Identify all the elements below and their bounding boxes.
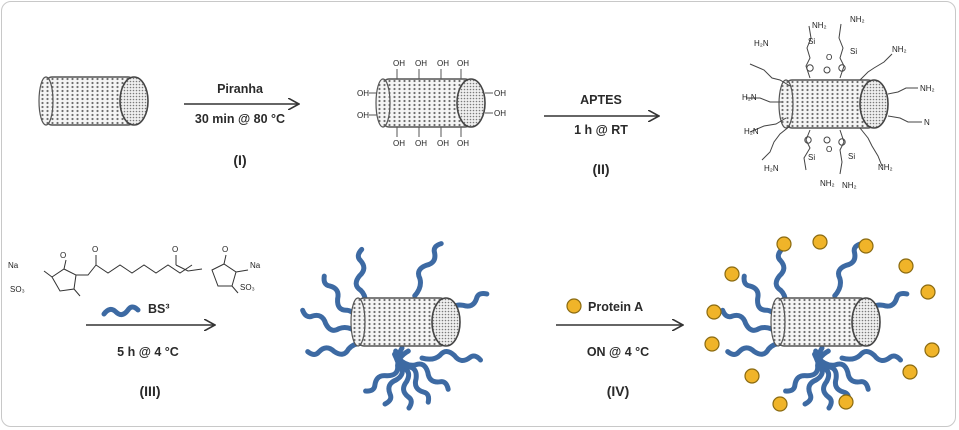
oxygen-label: O (826, 53, 832, 62)
step-ii-condition: 1 h @ RT (574, 123, 628, 137)
step-iii-condition: 5 h @ 4 °C (117, 345, 179, 359)
amine-label: NH₂ (892, 45, 907, 54)
protein-a-icon (567, 299, 581, 313)
protein-a-icon (705, 337, 719, 351)
step-iii-arrow: BS³ 5 h @ 4 °C (III) (86, 302, 214, 399)
oxygen-label: O (222, 245, 228, 254)
hydroxyl-label: OH (457, 59, 469, 68)
step-iii-label: (III) (140, 383, 161, 399)
nanotube-icon (39, 77, 148, 125)
amine-label: NH₂ (842, 181, 857, 190)
nanotube-icon (376, 79, 485, 127)
oxygen-label: O (172, 245, 178, 254)
amine-alt-label: H₂N (764, 164, 779, 173)
sodium-label: Na (8, 261, 19, 270)
step-iv-label: (IV) (607, 383, 630, 399)
sulfonate-label: SO₃ (240, 283, 255, 292)
hydroxyl-label: OH (437, 139, 449, 148)
amine-label: NH₂ (850, 15, 865, 24)
amine-label: NH₂ (820, 179, 835, 188)
bs3-structure: Na SO₃ O O O O Na SO₃ (8, 245, 261, 296)
oxygen-label: O (92, 245, 98, 254)
protein-a-icon (725, 267, 739, 281)
nanotube-icon (351, 298, 460, 346)
step-ii-reagent: APTES (580, 93, 622, 107)
nanotube-hydroxylated: OH OH OH OH OH OH OH OH OH OH OH OH (357, 59, 506, 148)
protein-a-icon (839, 395, 853, 409)
protein-a-icon (925, 343, 939, 357)
hydroxyl-label: OH (393, 139, 405, 148)
protein-a-icon (773, 397, 787, 411)
hydroxyl-label: OH (457, 139, 469, 148)
nitrogen-label: N (924, 118, 930, 127)
nanotube-linker-grafted (301, 241, 487, 408)
silicon-label: Si (808, 37, 815, 46)
protein-a-icon (903, 365, 917, 379)
amine-alt-label: H₂N (754, 39, 769, 48)
silicon-label: Si (848, 152, 855, 161)
protein-a-icon (859, 239, 873, 253)
protein-a-icon (899, 259, 913, 273)
step-i-arrow: Piranha 30 min @ 80 °C (I) (184, 82, 298, 168)
step-i-reagent: Piranha (217, 82, 264, 96)
step-iv-arrow: Protein A ON @ 4 °C (IV) (556, 299, 682, 399)
step-iii-reagent: BS³ (148, 302, 170, 316)
oxygen-label: O (60, 251, 66, 260)
amine-label: NH₂ (878, 163, 893, 172)
step-i-label: (I) (233, 152, 246, 168)
hydroxyl-label: OH (393, 59, 405, 68)
protein-a-icon (707, 305, 721, 319)
hydroxyl-label: OH (357, 89, 369, 98)
nanotube-protein-a (705, 235, 939, 411)
nanotube-pristine (39, 77, 148, 125)
protein-a-icon (813, 235, 827, 249)
hydroxyl-label: OH (415, 139, 427, 148)
step-iv-condition: ON @ 4 °C (587, 345, 649, 359)
hydroxyl-label: OH (494, 89, 506, 98)
nanotube-aminated: Si Si Si Si O O NH₂ NH₂ NH₂ H₂N H₂N H₂N … (742, 15, 935, 190)
nanotube-icon (771, 298, 880, 346)
hydroxyl-label: OH (494, 109, 506, 118)
step-iv-reagent: Protein A (588, 300, 643, 314)
sodium-label: Na (250, 261, 261, 270)
linker-icon (104, 307, 138, 315)
silicon-label: Si (850, 47, 857, 56)
protein-a-icon (777, 237, 791, 251)
step-ii-label: (II) (592, 161, 609, 177)
silicon-label: Si (808, 153, 815, 162)
amine-alt-label: H₂N (744, 127, 759, 136)
oxygen-label: O (826, 145, 832, 154)
amine-label: NH₂ (812, 21, 827, 30)
hydroxyl-label: OH (415, 59, 427, 68)
nanotube-icon (779, 80, 888, 128)
step-ii-arrow: APTES 1 h @ RT (II) (544, 93, 658, 177)
amine-label: NH₂ (920, 84, 935, 93)
hydroxyl-label: OH (437, 59, 449, 68)
step-i-condition: 30 min @ 80 °C (195, 112, 285, 126)
sulfonate-label: SO₃ (10, 285, 25, 294)
amine-alt-label: H₂N (742, 93, 757, 102)
protein-a-icon (921, 285, 935, 299)
protein-a-icon (745, 369, 759, 383)
hydroxyl-label: OH (357, 111, 369, 120)
